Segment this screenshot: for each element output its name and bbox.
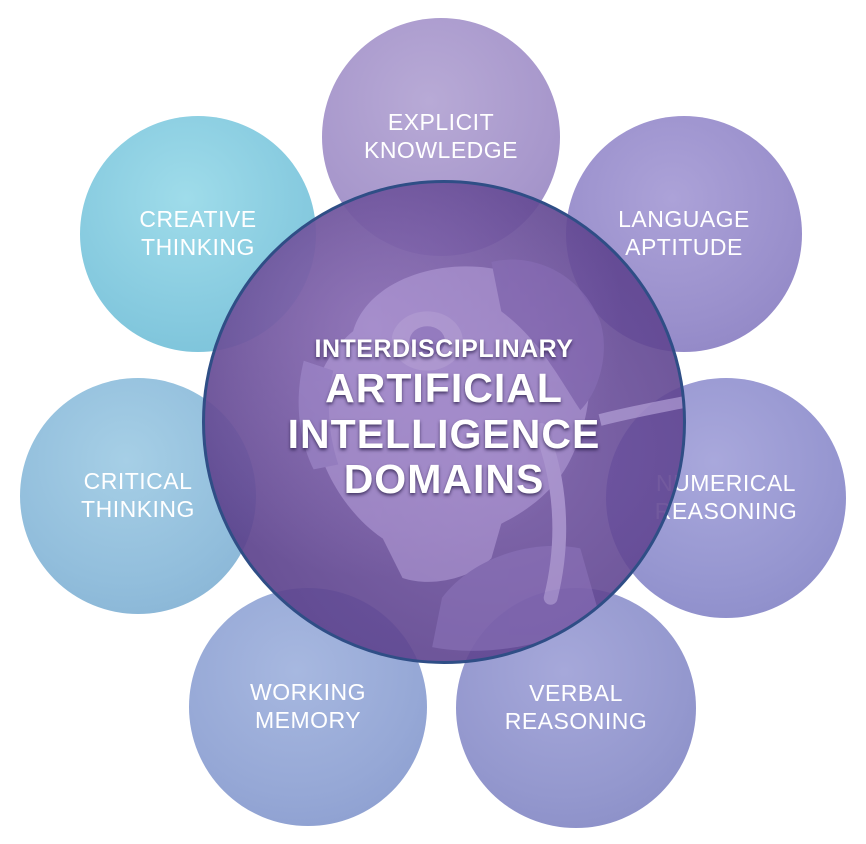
center-subtitle: INTERDISCIPLINARY	[314, 334, 574, 363]
domain-label-line: VERBAL	[529, 680, 623, 707]
robot-head-shape	[312, 266, 590, 582]
domain-creative-thinking: CREATIVE THINKING	[80, 116, 316, 352]
robot-head-illustration	[298, 259, 683, 651]
robot-tube	[598, 396, 683, 426]
domain-label-line: WORKING	[250, 679, 366, 706]
domain-label-line: REASONING	[504, 708, 648, 734]
center-title-line: INTELLIGENCE	[287, 410, 601, 457]
domain-working-memory: WORKING MEMORY	[189, 588, 427, 826]
robot-ear-center	[409, 326, 445, 356]
domain-label-line: KNOWLEDGE	[363, 137, 519, 163]
domain-label-line: CREATIVE	[139, 206, 257, 233]
domain-label-line: THINKING	[81, 496, 195, 522]
robot-face-edge	[298, 360, 339, 470]
center-hub	[202, 180, 686, 664]
robot-cable	[533, 422, 567, 605]
center-title-line: DOMAINS	[343, 456, 545, 503]
center-title: ARTIFICIAL INTELLIGENCE DOMAINS	[287, 364, 601, 504]
center-title-block: INTERDISCIPLINARY ARTIFICIAL INTELLIGENC…	[202, 180, 686, 664]
robot-headphone-shape	[491, 259, 604, 411]
domain-label-line: CRITICAL	[83, 468, 193, 495]
domain-label-line: LANGUAGE	[618, 206, 750, 233]
domain-label-line: REASONING	[654, 498, 798, 524]
domain-label-line: MEMORY	[254, 707, 362, 733]
domain-label-line: THINKING	[141, 234, 255, 260]
domain-label-line: APTITUDE	[625, 234, 743, 260]
center-title-line: ARTIFICIAL	[325, 364, 563, 411]
domain-label-line: EXPLICIT	[387, 109, 495, 136]
